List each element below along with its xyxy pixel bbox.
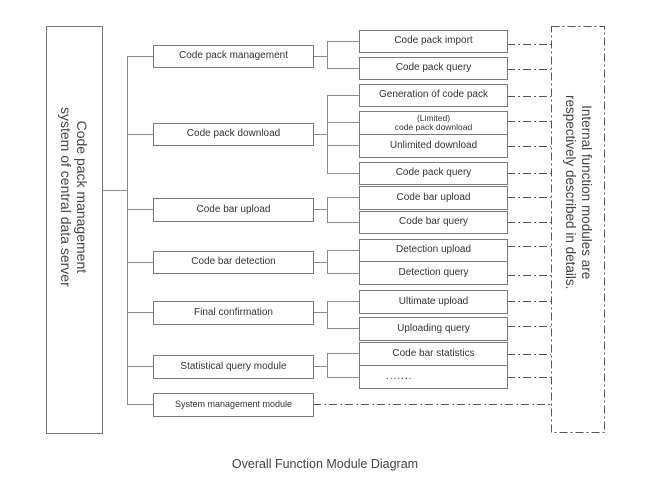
root-label-line1: Code pack management <box>74 120 90 274</box>
limited-label-line2: code pack download <box>394 122 473 132</box>
submodule-unlimited-download: Unlimited download <box>359 134 508 158</box>
module-code-pack-management: Code pack management <box>153 45 314 68</box>
submodule-detection-query: Detection query <box>359 261 508 285</box>
diagram-caption: Overall Function Module Diagram <box>231 457 419 471</box>
root-system-box <box>46 26 103 434</box>
submodule-code-pack-import: Code pack import <box>359 30 508 53</box>
note-line1: Internal function modules are <box>579 105 594 280</box>
module-code-bar-upload: Code bar upload <box>153 198 314 222</box>
submodule-code-pack-query-2: Code pack query <box>359 162 508 185</box>
submodule-ultimate-upload: Ultimate upload <box>359 290 508 314</box>
submodule-code-bar-upload: Code bar upload <box>359 186 508 210</box>
root-system-label: Code pack management system of central d… <box>58 107 90 287</box>
submodule-detection-upload: Detection upload <box>359 239 508 262</box>
note-box-border <box>551 26 605 433</box>
module-system-management: System management module <box>153 393 314 417</box>
submodule-generation-of-code-pack: Generation of code pack <box>359 84 508 107</box>
dashed-connectors <box>313 26 605 433</box>
root-label-line2: system of central data server <box>58 107 74 287</box>
module-code-pack-download: Code pack download <box>153 123 314 146</box>
note-text: Internal function modules are respective… <box>562 95 594 289</box>
module-final-confirmation: Final confirmation <box>153 301 314 325</box>
note-line2: respectively described in details. <box>563 95 578 290</box>
submodule-code-pack-query: Code pack query <box>359 57 508 80</box>
submodule-more-ellipsis: ....... <box>359 365 508 389</box>
module-code-bar-detection: Code bar detection <box>153 251 314 274</box>
submodule-limited-code-pack-download: (Limited) code pack download <box>359 111 508 135</box>
submodule-code-bar-query: Code bar query <box>359 211 508 234</box>
submodule-code-bar-statistics: Code bar statistics <box>359 342 508 366</box>
limited-label-line1: (Limited) <box>416 113 451 124</box>
submodule-uploading-query: Uploading query <box>359 317 508 341</box>
module-statistical-query: Statistical query module <box>153 355 314 379</box>
